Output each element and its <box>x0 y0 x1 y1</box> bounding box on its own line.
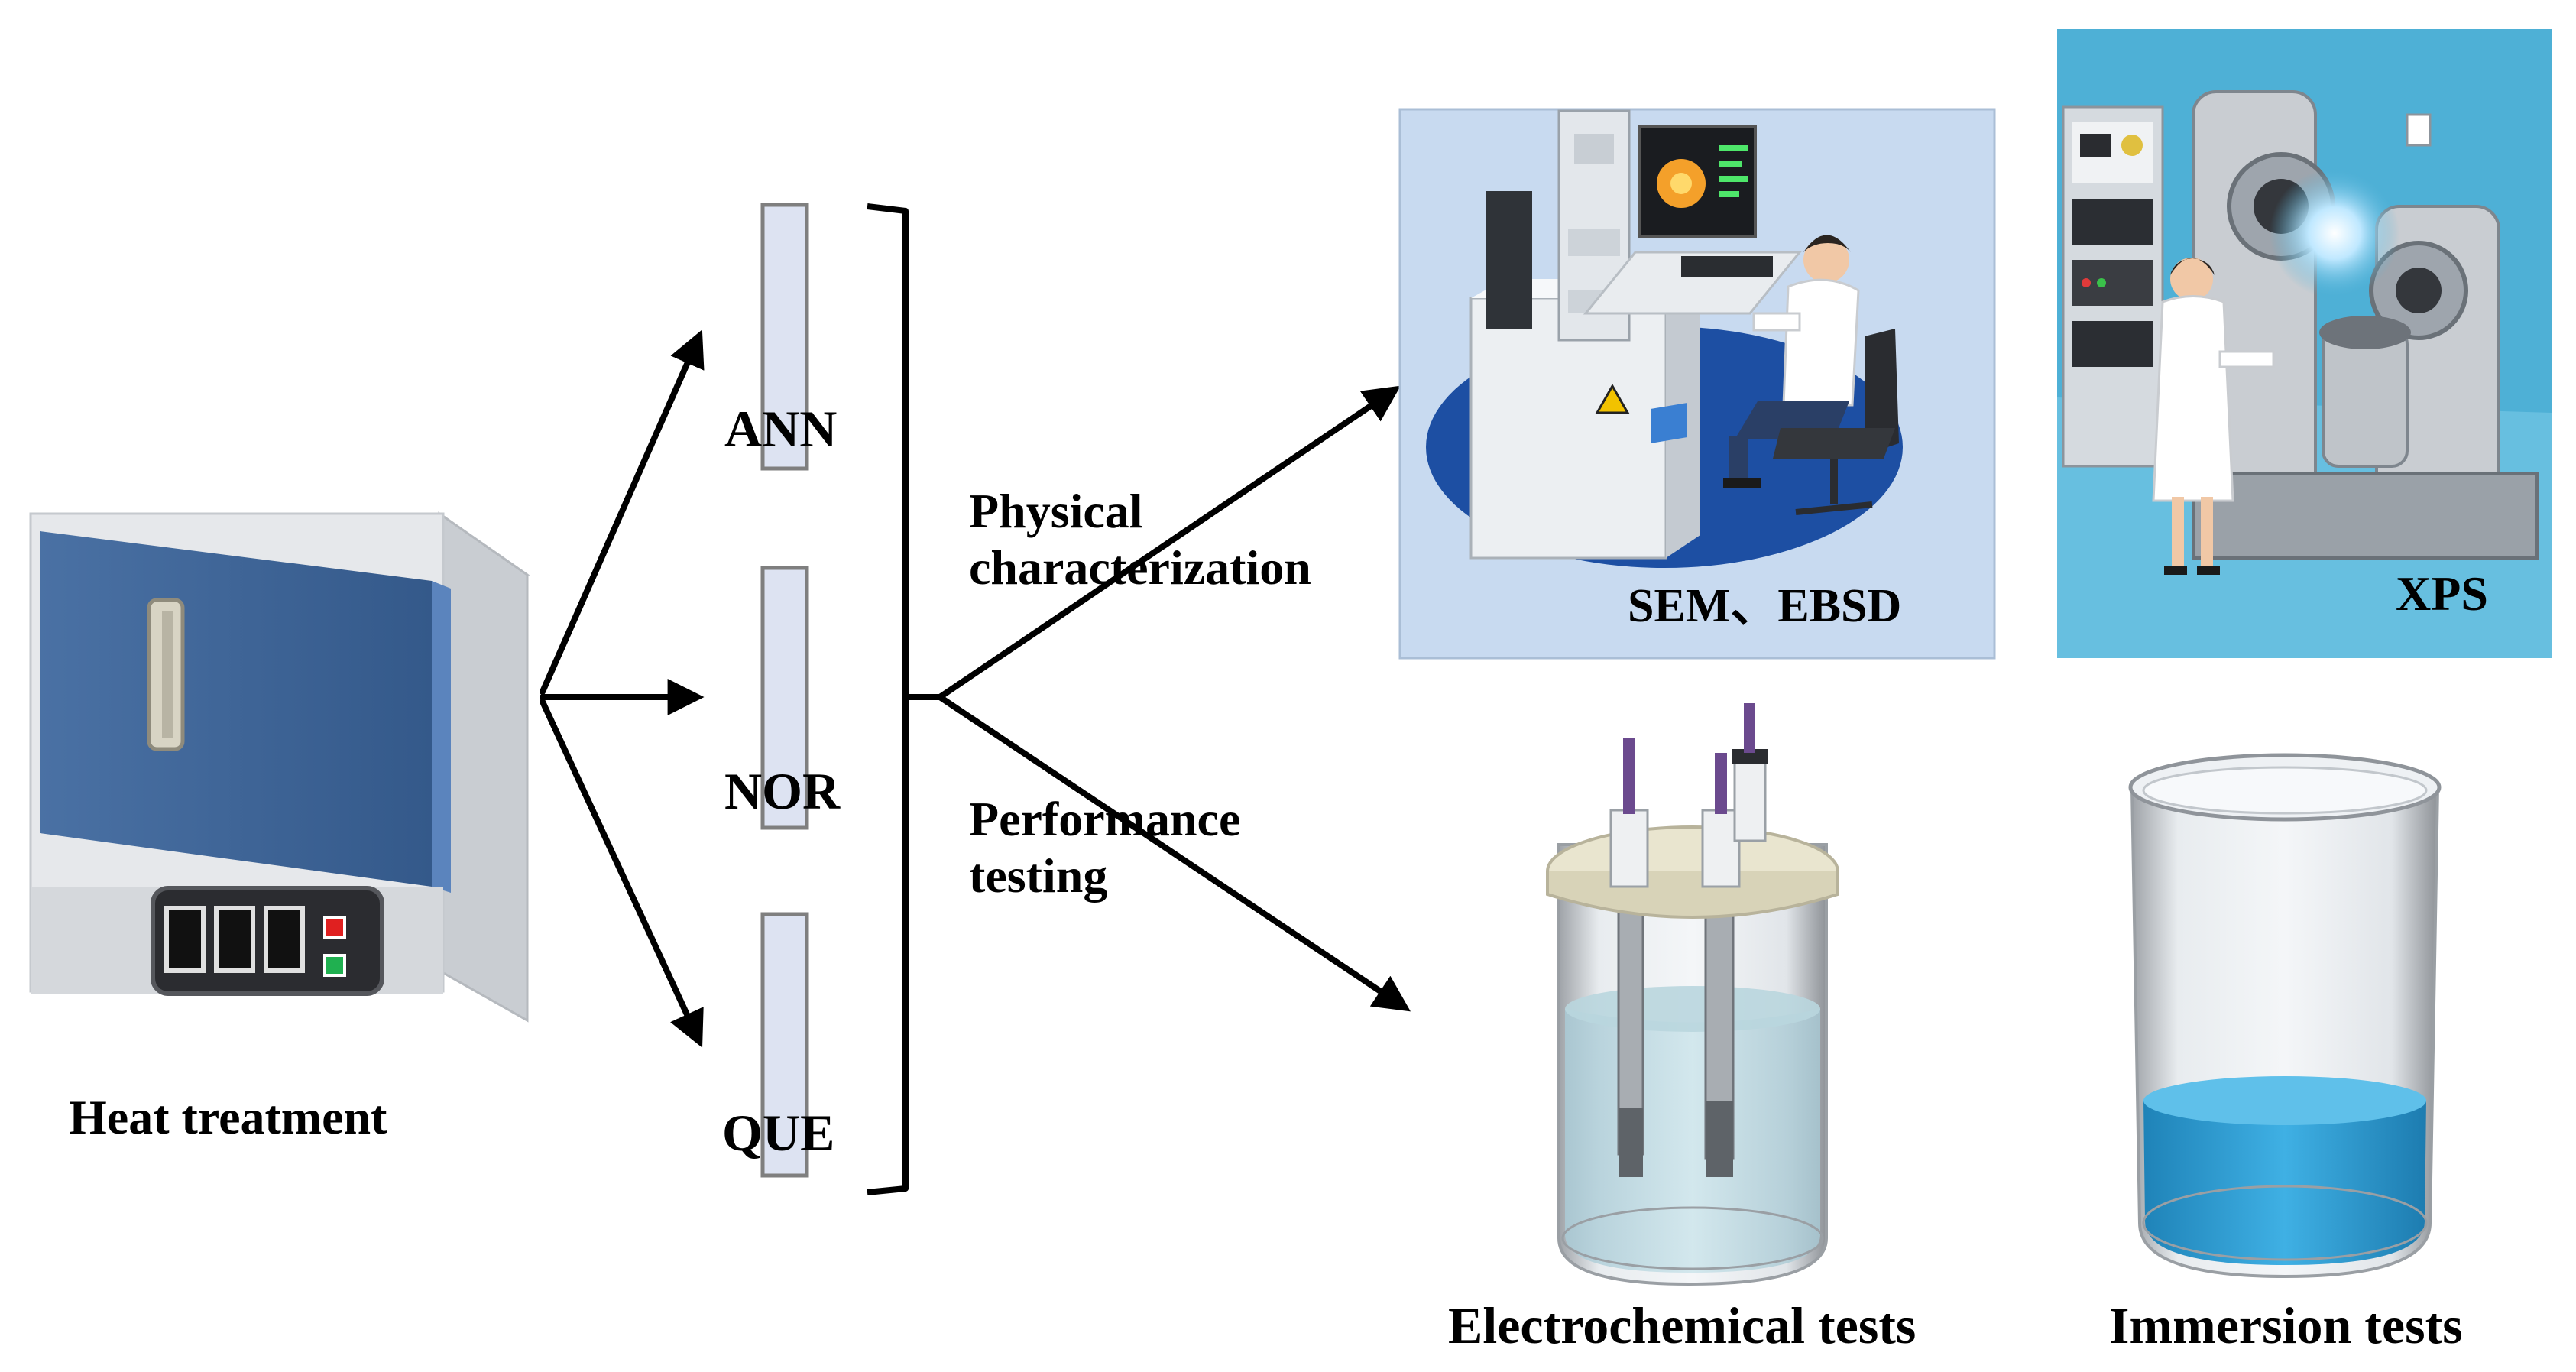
immersion-tests-label: Immersion tests <box>2109 1296 2463 1354</box>
immersion-solution <box>2143 1101 2426 1265</box>
immersion-beaker <box>2128 753 2442 1279</box>
xps-glow-icon <box>2270 168 2399 298</box>
xps-operator-icon <box>2152 258 2275 575</box>
sem-ebsd-panel <box>1398 108 1996 660</box>
heat-treatment-label: Heat treatment <box>69 1090 387 1144</box>
sample-label-ann: ANN <box>724 400 838 458</box>
furnace-door-edge <box>432 581 451 893</box>
sem-chair-icon <box>1773 329 1899 515</box>
sample-bar-ann <box>760 203 809 471</box>
muffle-furnace <box>29 511 531 1023</box>
display-digit-1 <box>164 906 206 973</box>
green-indicator-icon <box>323 954 346 977</box>
arrow-to-ann <box>540 329 705 695</box>
test-arrows <box>937 385 1411 1012</box>
physical-line-2: characterization <box>969 540 1311 595</box>
arrow-to-performance <box>937 694 1411 1012</box>
electrochemical-cell <box>1546 703 1839 1286</box>
sem-ebsd-label: SEM、EBSD <box>1628 580 1902 632</box>
red-indicator-icon <box>323 916 346 939</box>
furnace-arrows <box>540 329 705 1048</box>
sample-label-nor: NOR <box>724 762 841 820</box>
furnace-door <box>40 531 432 887</box>
cell-electrolyte <box>1565 1009 1820 1273</box>
physical-characterization-label: Physical characterization <box>969 483 1311 595</box>
performance-line-2: testing <box>969 848 1108 903</box>
xps-rack-icon <box>2062 105 2164 468</box>
display-digit-3 <box>264 906 305 973</box>
furnace-side <box>438 511 529 1023</box>
sem-console-icon <box>1469 297 1667 560</box>
display-digit-2 <box>214 906 255 973</box>
performance-line-1: Performance <box>969 792 1241 846</box>
arrow-to-que <box>540 699 704 1048</box>
performance-testing-label: Performance testing <box>969 791 1240 903</box>
sample-bar-que <box>760 912 809 1178</box>
xps-panel <box>2057 29 2552 658</box>
bracket <box>867 203 940 1195</box>
electrochemical-tests-label: Electrochemical tests <box>1448 1296 1917 1354</box>
sample-label-que: QUE <box>722 1104 835 1162</box>
xps-label: XPS <box>2396 566 2488 621</box>
arrow-to-physical <box>937 385 1401 700</box>
physical-line-1: Physical <box>969 484 1143 538</box>
sem-operator-icon <box>1723 235 1860 488</box>
sample-bars <box>760 203 809 1178</box>
sample-bar-nor <box>760 566 809 830</box>
